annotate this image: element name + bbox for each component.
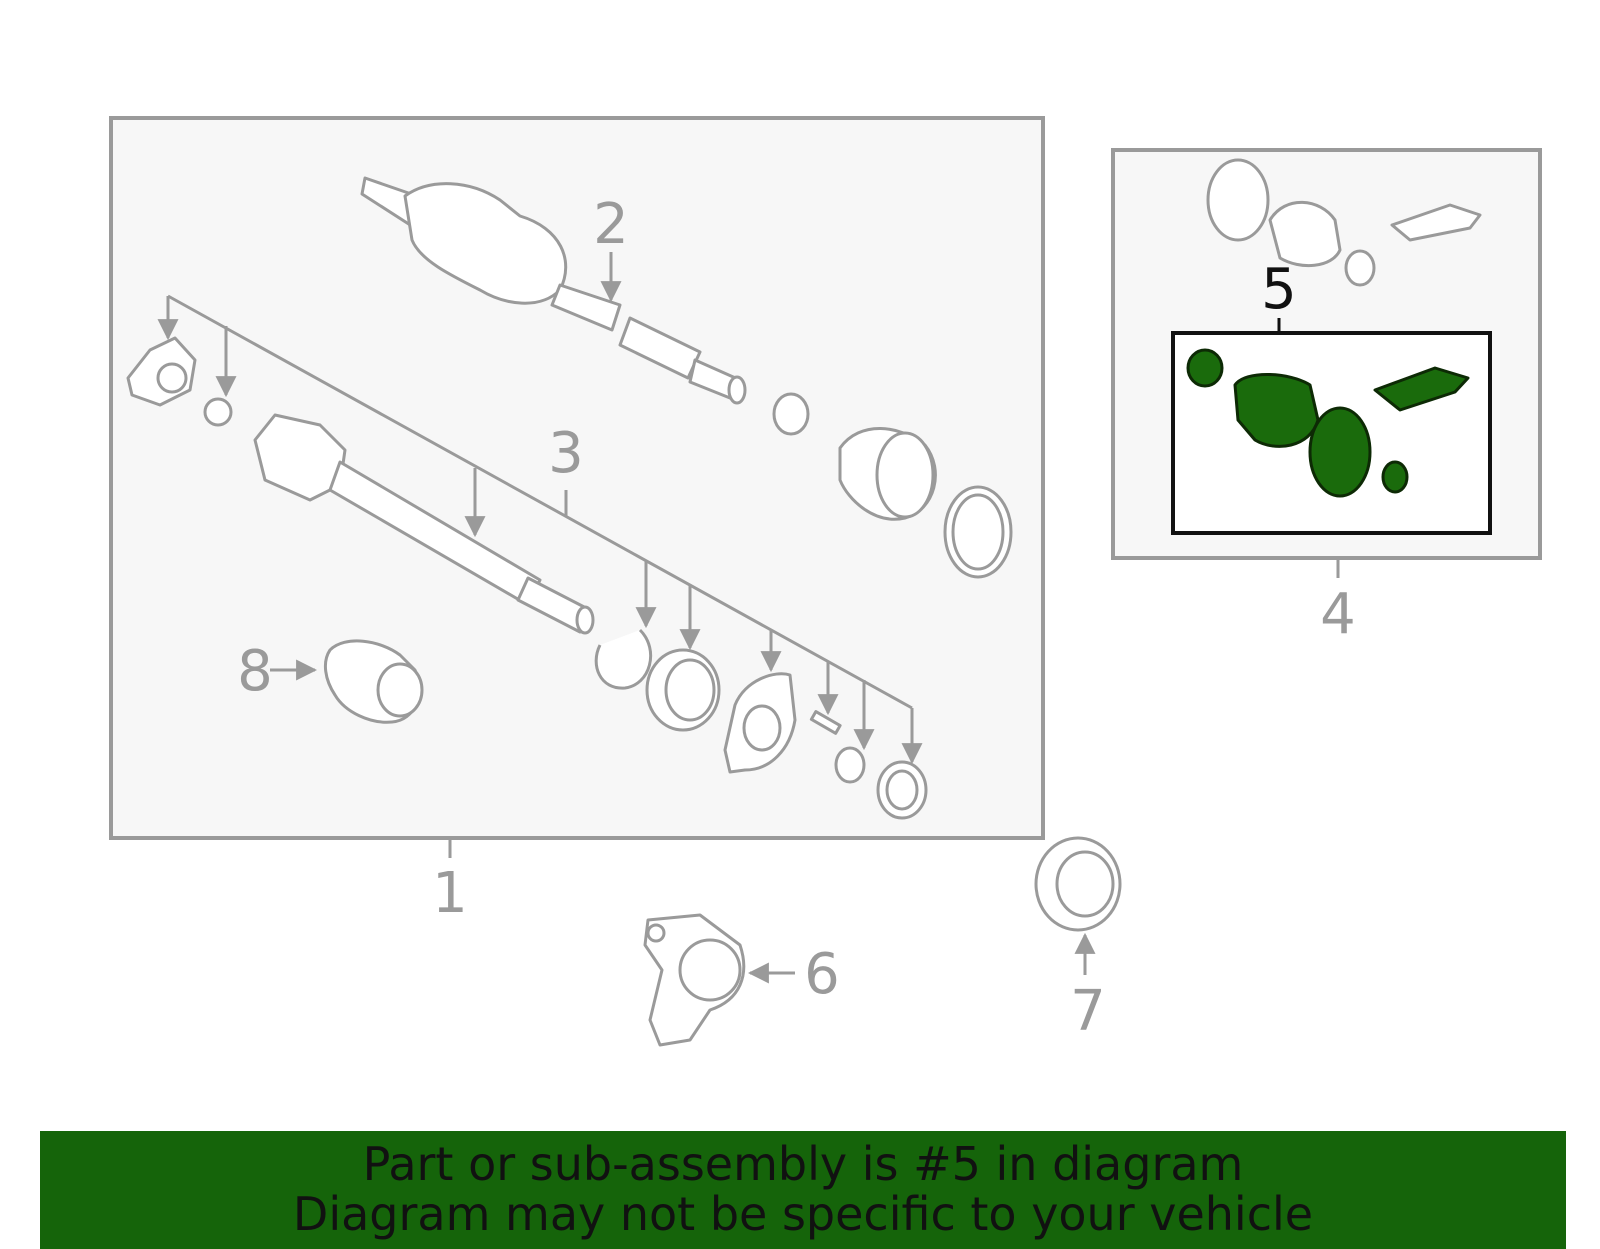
boot-clamp [772,392,810,436]
bearing [645,648,721,732]
circlip [594,628,653,690]
info-banner: Part or sub-assembly is #5 in diagram Di… [40,1131,1566,1249]
snap-ring [834,746,866,784]
boot-band-large [943,485,1013,579]
bracket-part-6 [643,913,746,1047]
inner-axle-shaft [253,413,595,635]
banner-line-1: Part or sub-assembly is #5 in diagram [362,1137,1244,1191]
callout-8: 8 [237,639,273,704]
callout-4: 4 [1320,582,1356,647]
dust-seal [876,760,928,820]
pin [809,710,842,735]
callout-3: 3 [548,421,584,486]
callout-7: 7 [1070,979,1106,1044]
banner-line-2: Diagram may not be specific to your vehi… [292,1187,1314,1241]
snap-ring-small [203,397,233,427]
outer-axle-shaft [360,176,747,405]
damper-part-8 [323,639,424,724]
bearing-part-7 [1034,836,1122,932]
tripod-joint [126,336,197,407]
callout-2: 2 [593,192,629,257]
callout-5: 5 [1261,257,1297,322]
boot-kit-parts [1206,158,1482,287]
callout-1: 1 [432,861,468,926]
leader-3-bus [167,294,913,710]
kit-5-parts [1186,348,1470,498]
bearing-bracket [723,672,797,774]
outer-boot [838,427,937,521]
callout-6: 6 [804,942,840,1007]
